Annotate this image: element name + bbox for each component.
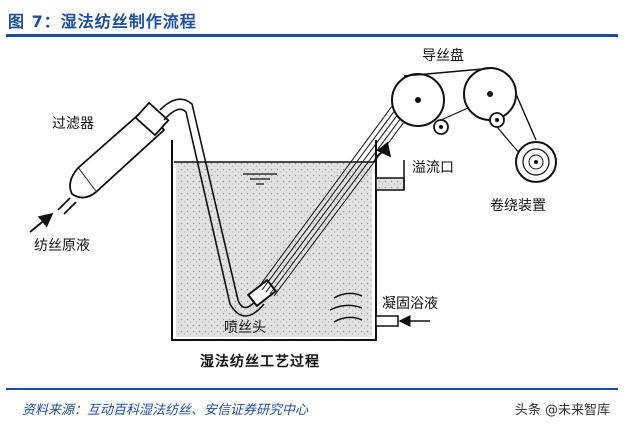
spinneret-head <box>246 278 278 308</box>
filter-label: 过滤器 <box>52 116 94 132</box>
ripple-marks <box>329 292 363 323</box>
filament-bundle <box>257 97 411 297</box>
spinning-solution-label: 纺丝原液 <box>34 238 90 254</box>
coag-bath-label: 凝固浴液 <box>382 296 438 312</box>
title-rule <box>6 34 618 37</box>
process-label: 湿法纺丝工艺过程 <box>200 353 320 370</box>
winder-label: 卷绕装置 <box>490 198 546 214</box>
godet-rollers <box>391 67 537 155</box>
bath-inlet <box>375 315 430 327</box>
source-note: 资料来源：互动百科湿法纺丝、安信证券研究中心 <box>22 403 309 418</box>
winder <box>515 141 557 183</box>
source-rule <box>6 388 618 390</box>
feed-tube <box>159 98 265 317</box>
filter <box>57 101 170 215</box>
watermark: 头条 @未来智库 <box>514 403 610 418</box>
godet-label: 导丝盘 <box>422 47 464 64</box>
bath-liquid <box>176 162 372 337</box>
coagulation-tank <box>171 140 377 341</box>
water-level-symbol <box>243 173 277 185</box>
spinneret-label: 喷丝头 <box>224 320 266 336</box>
solution-inlet-arrow <box>29 212 54 233</box>
overflow-label: 溢流口 <box>412 160 454 176</box>
overflow-outlet <box>373 141 405 191</box>
figure-title: 图 7：湿法纺丝制作流程 <box>8 12 197 31</box>
